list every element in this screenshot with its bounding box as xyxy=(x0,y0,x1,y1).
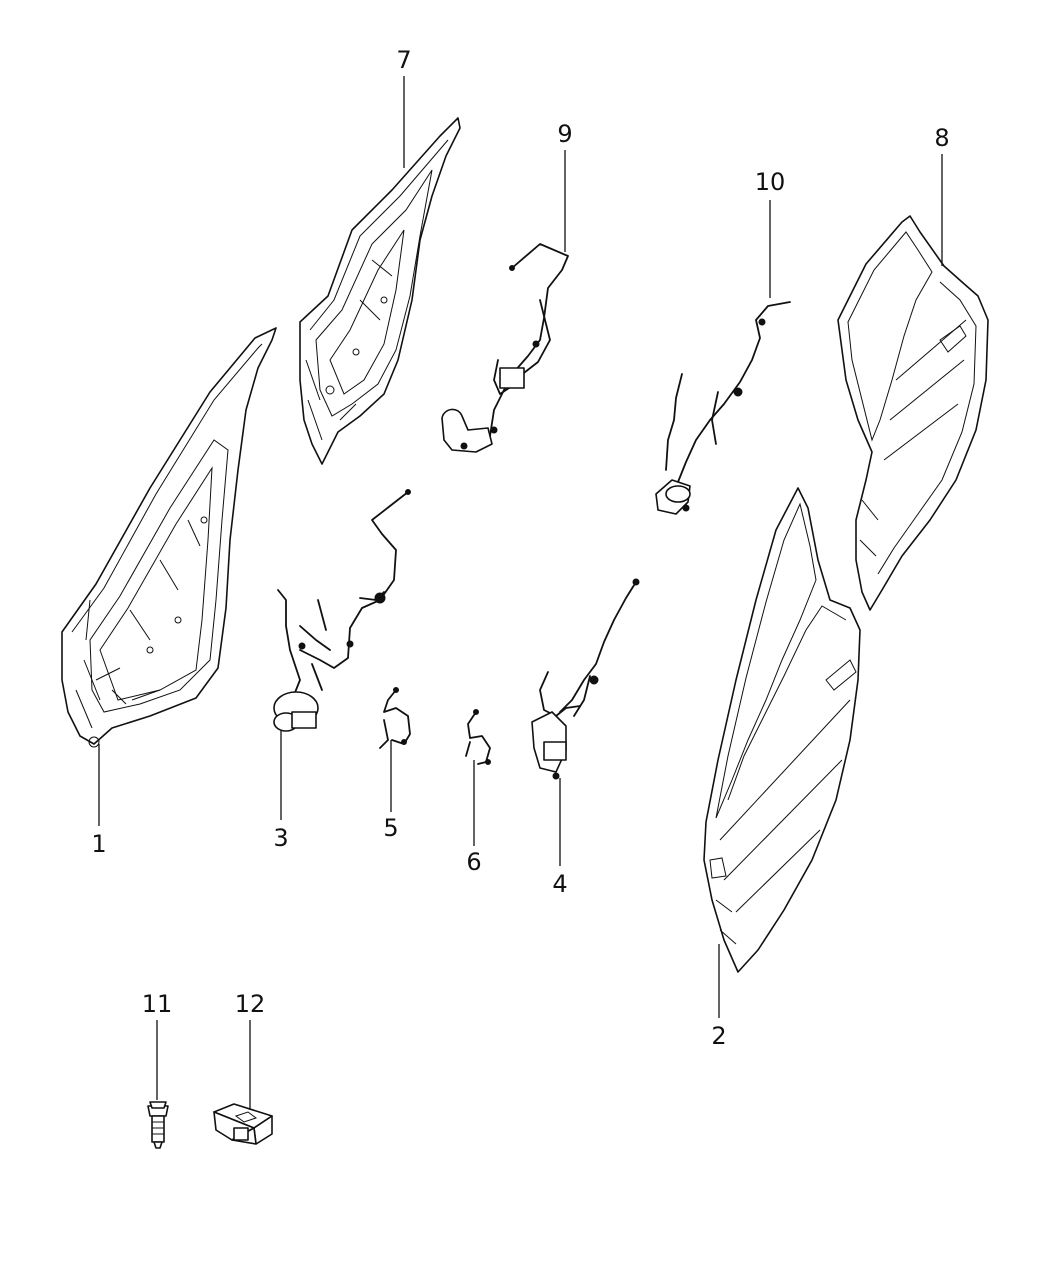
callout-12: 12 xyxy=(235,990,266,1018)
callout-5: 5 xyxy=(383,814,398,842)
wiring-jumper-5[interactable] xyxy=(379,687,411,749)
front-door-inner-panel[interactable] xyxy=(299,117,461,465)
callout-1: 1 xyxy=(91,830,106,858)
front-door-shell-left[interactable] xyxy=(61,327,277,748)
callout-7: 7 xyxy=(396,46,411,74)
clip-nut-fastener[interactable] xyxy=(213,1103,273,1145)
rear-door-shell[interactable] xyxy=(837,215,989,611)
wiring-jumper-6[interactable] xyxy=(465,709,491,765)
callout-8: 8 xyxy=(934,124,949,152)
callout-9: 9 xyxy=(557,120,572,148)
callout-4: 4 xyxy=(552,870,567,898)
rear-door-wiring-latch[interactable] xyxy=(655,301,791,515)
front-door-wiring-harness[interactable] xyxy=(273,489,411,732)
callout-2: 2 xyxy=(711,1022,726,1050)
front-door-wiring-latch-upper[interactable] xyxy=(441,243,569,453)
rear-door-wiring-latch-lower[interactable] xyxy=(531,578,640,780)
bolt-fastener[interactable] xyxy=(147,1101,169,1149)
callout-11: 11 xyxy=(142,990,173,1018)
callout-3: 3 xyxy=(273,824,288,852)
callout-6: 6 xyxy=(466,848,481,876)
callout-10: 10 xyxy=(755,168,786,196)
front-door-outer-shell[interactable] xyxy=(703,487,861,973)
